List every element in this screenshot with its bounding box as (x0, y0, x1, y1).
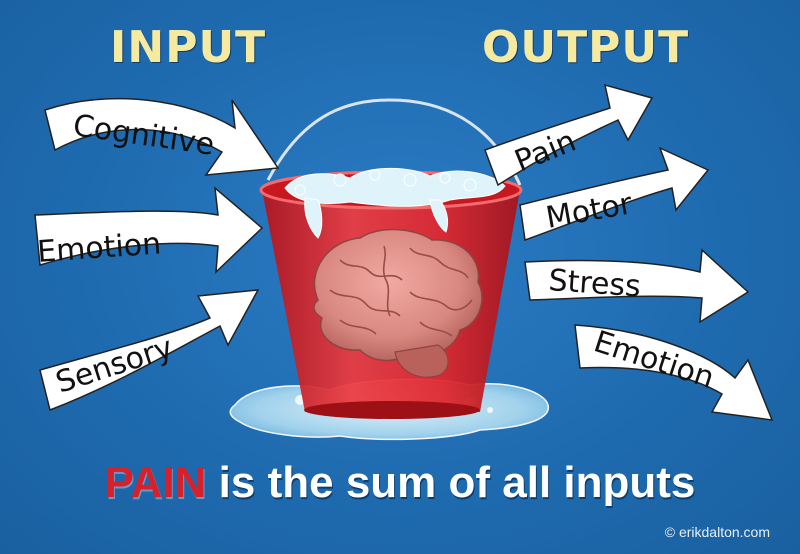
output-label-emotion: Emotion (590, 324, 719, 396)
output-arrow-icon (574, 324, 774, 421)
copyright-notice: © erikdalton.com (664, 524, 770, 540)
brain-icon (313, 228, 483, 378)
input-heading: INPUT (110, 22, 267, 73)
output-arrow-icon (484, 83, 654, 187)
bucket-handle (266, 98, 522, 186)
input-arrow-icon (34, 186, 264, 274)
output-arrow-icon (519, 146, 710, 242)
output-heading: OUTPUT (482, 22, 690, 73)
caption-rest: is the sum of all inputs (206, 458, 696, 507)
input-arrow-icon (44, 97, 280, 176)
caption: PAIN is the sum of all inputs (0, 458, 800, 508)
input-label-emotion: Emotion (36, 226, 162, 270)
output-label-stress: Stress (547, 263, 641, 304)
output-label-pain: Pain (510, 124, 581, 180)
caption-highlight: PAIN (104, 458, 207, 507)
input-arrow-icon (39, 289, 260, 412)
output-label-motor: Motor (543, 186, 635, 236)
output-arrow-icon (524, 248, 750, 324)
input-label-sensory: Sensory (52, 330, 178, 401)
foam (284, 167, 506, 239)
